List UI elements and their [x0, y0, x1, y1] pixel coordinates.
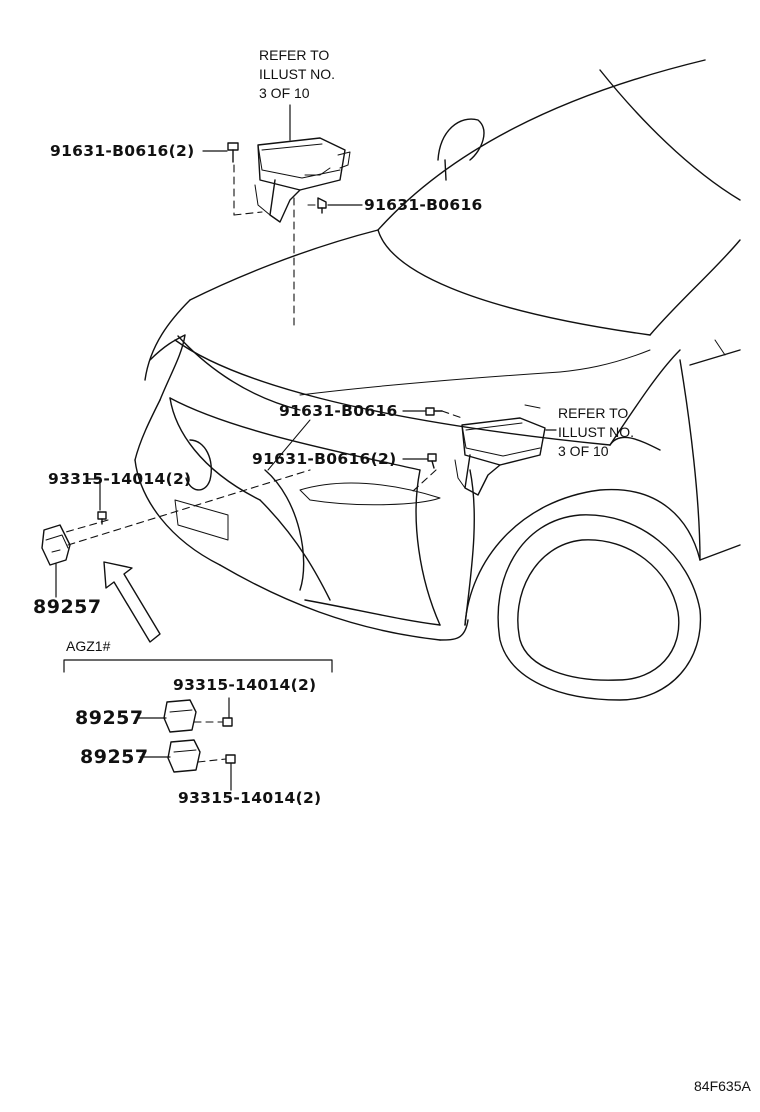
- leader-lines: [55, 104, 557, 791]
- callout-mid-bolt-lower[interactable]: 91631-B0616(2): [252, 450, 397, 468]
- callout-top-bolt-left[interactable]: 91631-B0616(2): [50, 142, 195, 160]
- callout-variant-bolt-bottom[interactable]: 93315-14014(2): [178, 789, 322, 807]
- callout-top-bolt-right[interactable]: 91631-B0616: [364, 196, 483, 214]
- refer-note-top: REFER TO ILLUST NO. 3 OF 10: [259, 47, 335, 101]
- dashed-lines: [65, 164, 463, 763]
- mid-bolt-lower-art: [427, 453, 437, 469]
- top-bolt-left-art: [227, 142, 239, 163]
- variant-sensor-upper-art: [163, 699, 197, 733]
- mid-bolt-upper-art: [425, 407, 443, 416]
- variant-label: AGZ1#: [66, 638, 111, 654]
- variant-sensor-lower-art: [167, 739, 201, 773]
- view-direction-arrow: [103, 561, 161, 643]
- callout-sensor-bolt[interactable]: 93315-14014(2): [48, 470, 192, 488]
- callout-mid-bolt-upper[interactable]: 91631-B0616: [279, 402, 398, 420]
- callout-variant-bolt-top[interactable]: 93315-14014(2): [173, 676, 317, 694]
- callout-sensor-part[interactable]: 89257: [33, 596, 102, 618]
- variant-bolt-upper-art: [222, 717, 233, 727]
- illustration-code: 84F635A: [694, 1078, 751, 1094]
- callout-variant-part-lower[interactable]: 89257: [80, 746, 149, 768]
- top-bolt-right-art: [317, 197, 327, 214]
- mid-module: [454, 404, 546, 496]
- upper-module: [254, 137, 351, 223]
- car-body-outline: [134, 59, 741, 701]
- refer-note-mid: REFER TO ILLUST NO. 3 OF 10: [558, 405, 634, 459]
- front-sensor-art: [41, 524, 71, 566]
- variant-bolt-lower-art: [225, 754, 236, 764]
- callout-variant-part-upper[interactable]: 89257: [75, 707, 144, 729]
